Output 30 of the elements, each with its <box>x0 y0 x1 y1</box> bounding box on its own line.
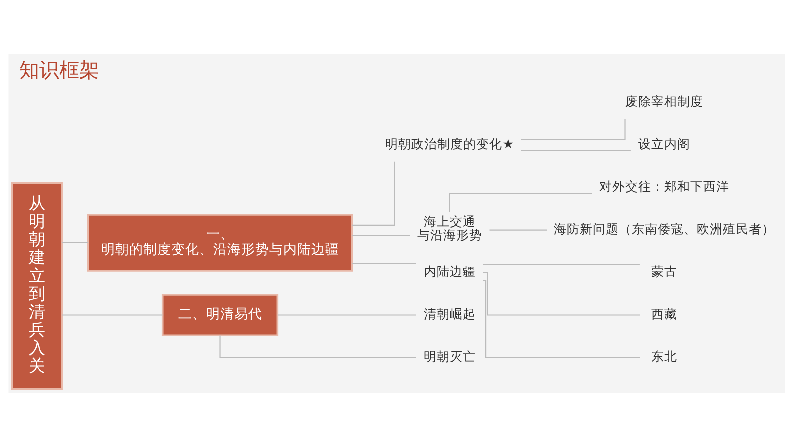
node-text: 蒙古 <box>652 264 678 280</box>
node-box: 二、明清易代 <box>162 294 279 336</box>
node-box: 从明朝建立到清兵入关 <box>11 182 63 390</box>
node-text: 清朝崛起 <box>424 306 476 322</box>
node-text: 海上交通与沿海形势 <box>417 214 482 242</box>
node-box: 一、明朝的制度变化、沿海形势与内陆边疆 <box>87 214 354 272</box>
connector <box>220 336 416 358</box>
diagram-title: 知识框架 <box>19 59 100 82</box>
connector <box>352 235 410 237</box>
connector <box>62 242 88 244</box>
node-text: 东北 <box>652 349 678 364</box>
connector <box>483 280 640 358</box>
node-text: 海防新问题（东南倭寇、欧洲殖民者） <box>554 222 776 237</box>
connector <box>521 150 631 152</box>
connector <box>62 314 163 316</box>
node-text: 设立内阁 <box>638 136 691 152</box>
connector <box>352 162 396 226</box>
node-text: 明朝政治制度的变化★ <box>386 136 514 152</box>
connector <box>352 263 416 264</box>
node-text: 内陆边疆 <box>424 264 476 280</box>
connector <box>484 272 640 316</box>
node-text: 废除宰相制度 <box>626 94 704 110</box>
node-text: 对外交往：郑和下西洋 <box>600 179 730 194</box>
connector <box>449 193 592 212</box>
connector <box>278 314 416 316</box>
node-text: 西藏 <box>652 306 678 322</box>
connector <box>490 230 548 231</box>
connector <box>483 264 640 266</box>
node-text: 明朝灭亡 <box>424 349 476 364</box>
connector <box>521 119 626 140</box>
